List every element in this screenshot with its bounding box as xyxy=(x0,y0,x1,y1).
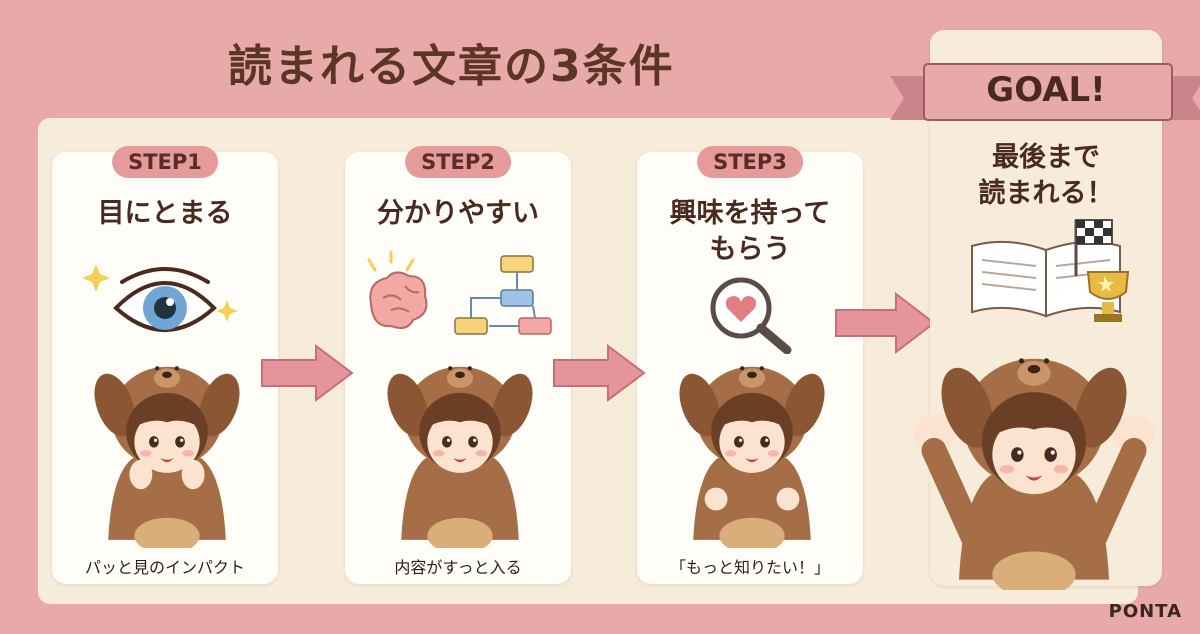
eye-icon xyxy=(82,264,238,332)
character-surprised xyxy=(86,366,248,548)
step-card-1: STEP1 目にとまる パッと見のインパクト xyxy=(52,146,278,584)
step-card-3: STEP3 興味を持って もらう 「もっと知りたい！」 xyxy=(637,146,863,584)
step-badge: STEP2 xyxy=(405,146,511,178)
step-heading: 目にとまる xyxy=(97,198,233,229)
ribbon-banner-icon xyxy=(890,63,1200,121)
step-card-2: STEP2 分かりやすい 内容がすっと入る xyxy=(345,146,571,584)
goal-label: GOAL! xyxy=(986,70,1106,110)
character-excited xyxy=(671,366,833,548)
character-cheering xyxy=(913,358,1155,590)
arrow-right-icon xyxy=(835,291,936,355)
arrow-right-icon xyxy=(553,344,646,402)
arrow-right-icon xyxy=(261,344,354,402)
character-smiling xyxy=(379,366,541,548)
brain-flowchart-icon xyxy=(367,250,552,335)
brand-logo: PONTA xyxy=(1108,601,1182,622)
goal-heading: 最後まで 読まれる！ xyxy=(978,142,1114,209)
step-heading: 分かりやすい xyxy=(377,198,539,229)
step-caption: 内容がすっと入る xyxy=(394,558,522,577)
step-heading: 興味を持って もらう xyxy=(669,198,831,265)
step-badge: STEP1 xyxy=(112,146,218,178)
step-badge: STEP3 xyxy=(697,146,803,178)
page-title: 読まれる文章の3条件 xyxy=(228,41,675,92)
step-caption: 「もっと知りたい！」 xyxy=(669,558,830,577)
magnifier-heart-icon xyxy=(710,277,792,354)
step-caption: パッと見のインパクト xyxy=(84,558,245,577)
book-flag-trophy-icon xyxy=(971,219,1130,322)
